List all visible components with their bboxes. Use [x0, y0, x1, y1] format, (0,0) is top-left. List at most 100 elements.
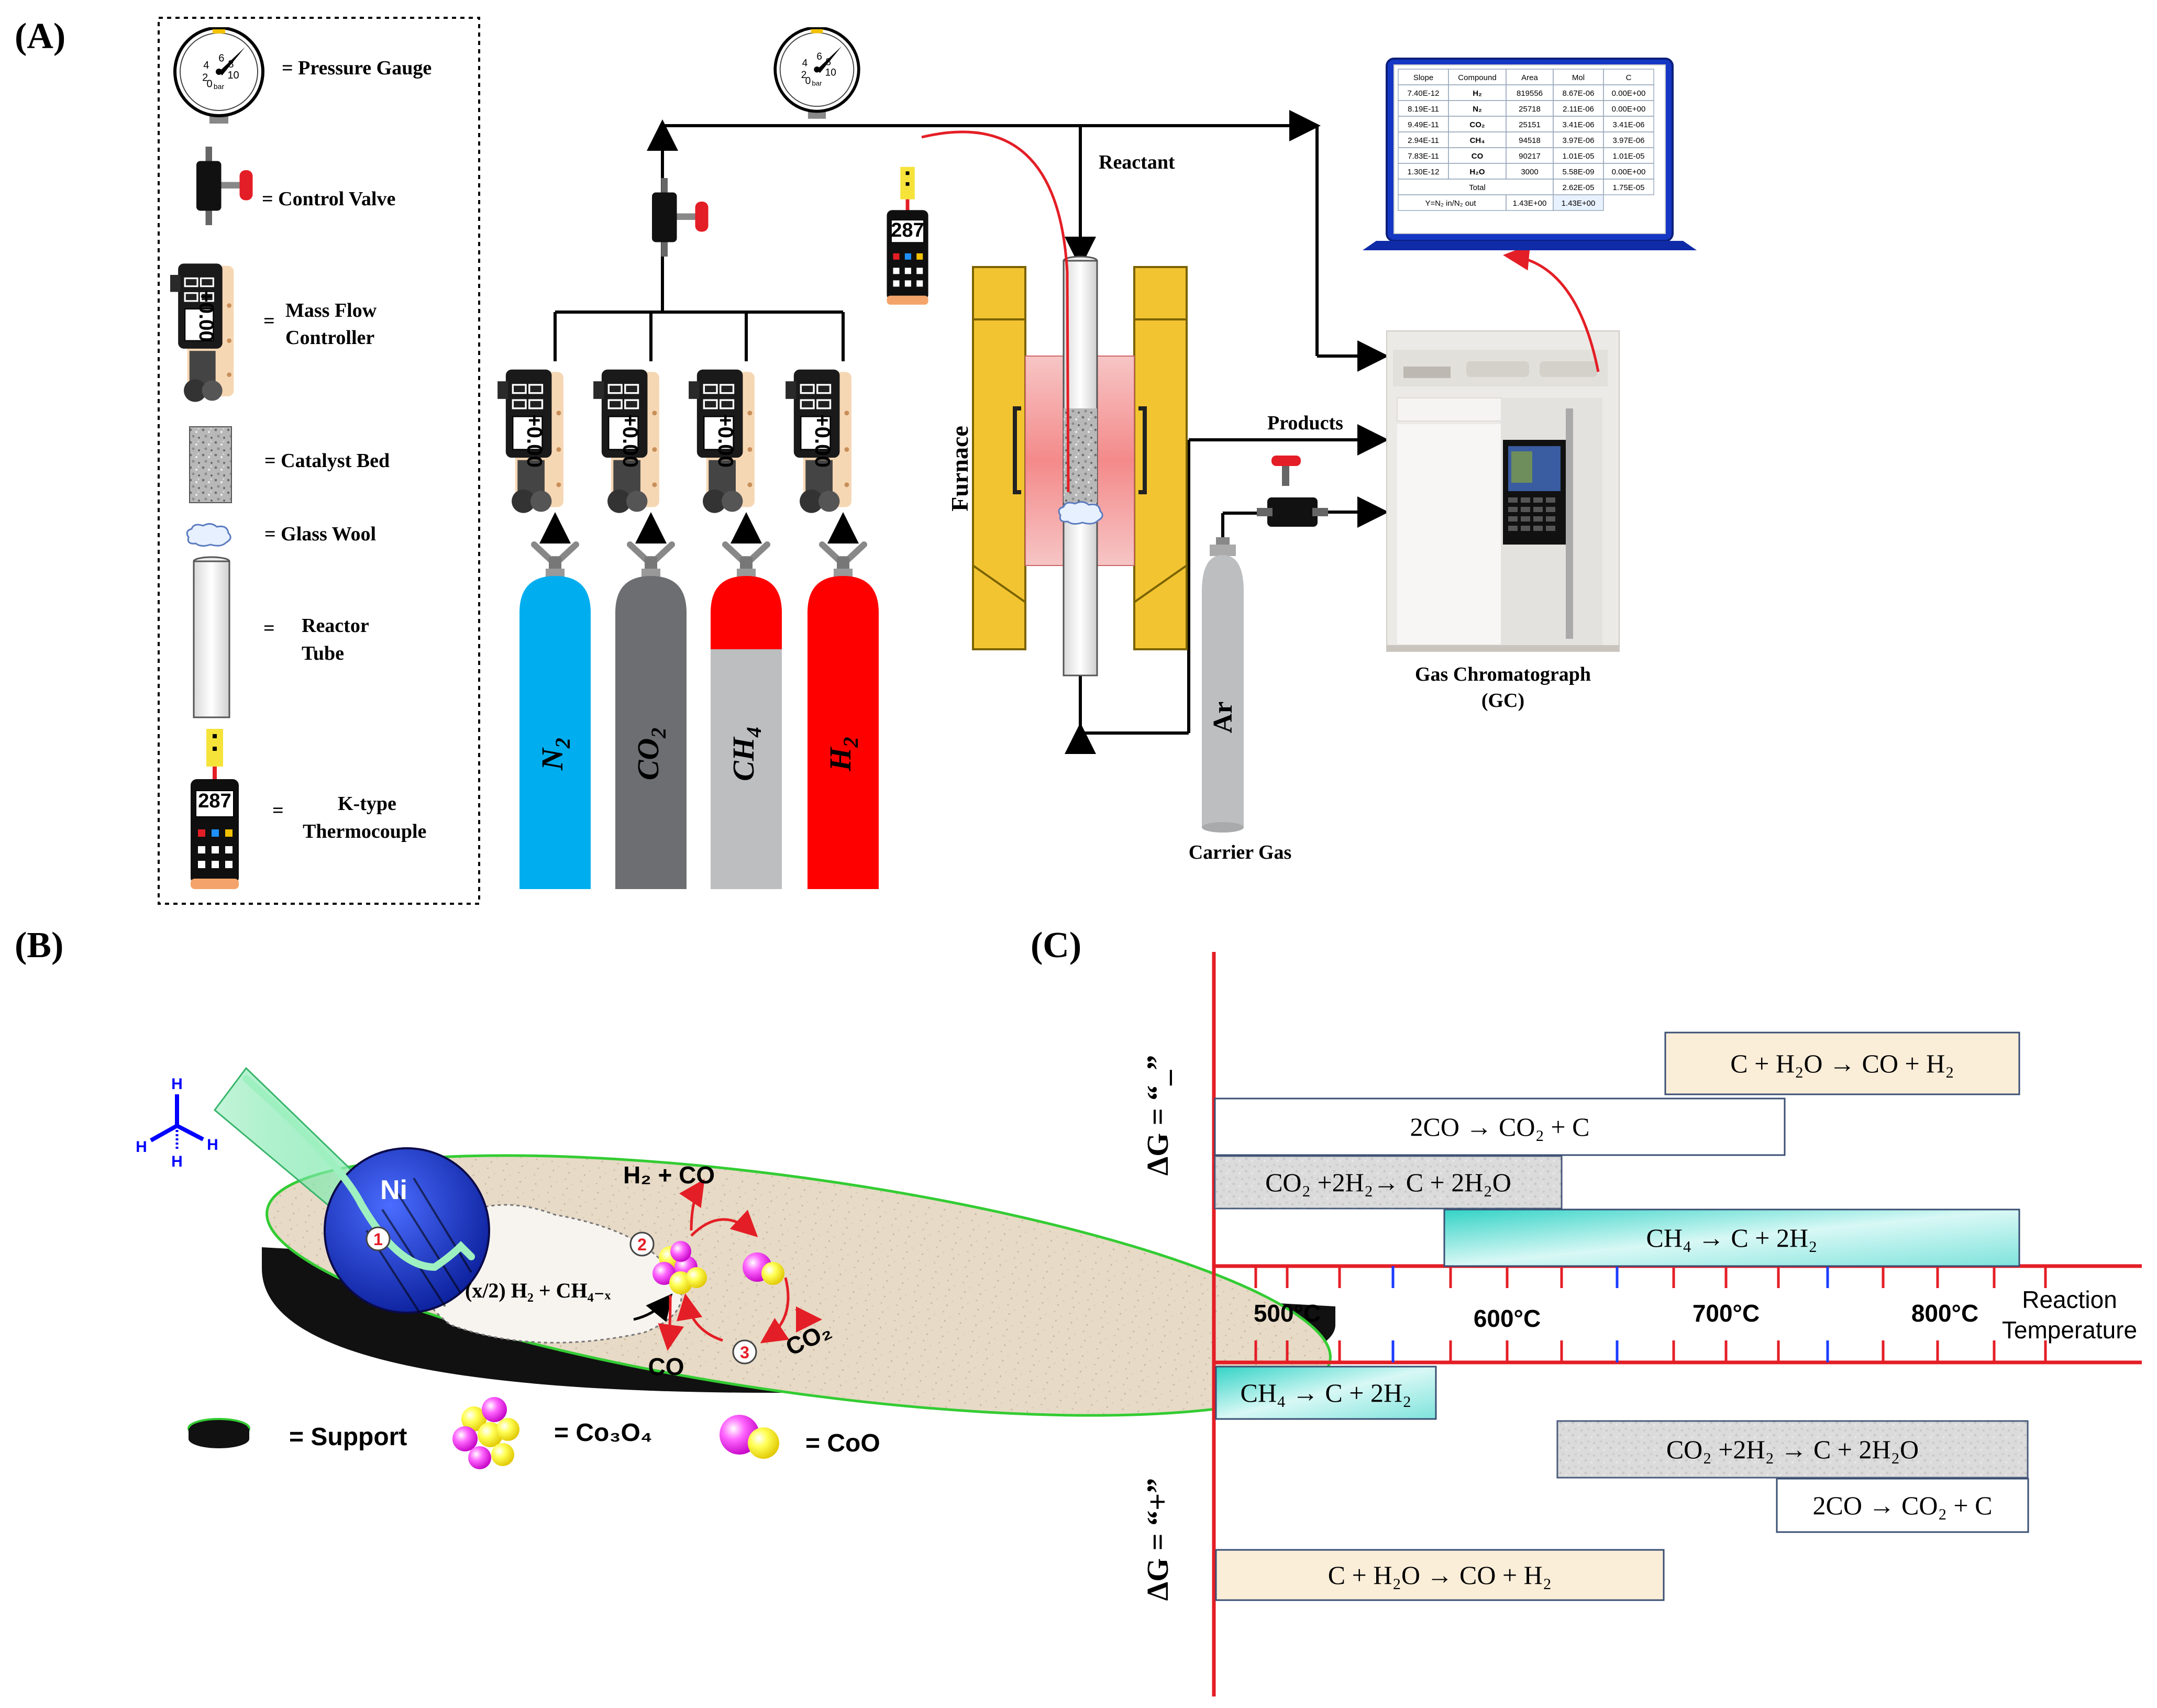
glass-wool-icon [186, 523, 231, 547]
gc-table-cell: Mol [1572, 73, 1585, 82]
gauge-tick-label: 10 [825, 68, 836, 79]
legend-control-valve: = Control Valve [196, 147, 395, 225]
svg-text:2: 2 [637, 1235, 647, 1254]
reaction-label: Reaction [2022, 1286, 2117, 1313]
svg-text:= Co₃O₄: = Co₃O₄ [554, 1419, 652, 1447]
gc-table-cell: C [1626, 73, 1632, 82]
cylinder-label: H2 [823, 737, 862, 771]
gc-total-mol: 2.62E-05 [1563, 183, 1595, 192]
reaction-label: C + H₂O → CO + H₂ [1730, 1049, 1954, 1078]
cylinder-h2: H2 [808, 545, 879, 889]
co-label: CO [648, 1353, 684, 1380]
legend-reactor-tube: = Reactor Tube [193, 556, 369, 718]
gc-table-cell: 1.01E-05 [1563, 152, 1595, 161]
negative-reaction-3: CH₄ → C + 2H₂ [1443, 1208, 2020, 1267]
gc-table-cell: 3.41E-06 [1563, 120, 1595, 129]
reaction-label: CH₄ → C + 2H₂ [1241, 1378, 1412, 1407]
temp-label-800: 800°C [1911, 1300, 1978, 1327]
legend-thermocouple: 287 = K-type Thermocouple [190, 729, 426, 890]
reaction-label: CH₄ → C + 2H₂ [1646, 1223, 1818, 1252]
gc-table-cell: 1.30E-12 [1408, 168, 1440, 176]
legend-tc-label-1: K-type [338, 793, 396, 815]
gc-table-cell: 7.40E-12 [1408, 89, 1440, 98]
mfc-display-2: +0.00 [618, 414, 643, 468]
gc-table-cell: 94518 [1519, 136, 1541, 145]
dg-negative-label: ΔG = “_” [1141, 1055, 1175, 1176]
argon-label: Ar [1208, 702, 1238, 734]
gauge-tick-label: 2 [801, 70, 807, 81]
gc-table-cell: 7.83E-11 [1408, 152, 1439, 161]
legend-catalyst-bed: = Catalyst Bed [189, 426, 390, 503]
negative-reaction-1: 2CO → CO₂ + C [1214, 1097, 1786, 1156]
regulator-icon [822, 545, 864, 579]
gc-table-cell: 25151 [1519, 120, 1541, 129]
legend-tc-display: 287 [198, 790, 231, 812]
gc-table-cell: CH₄ [1470, 136, 1485, 145]
methane-atom-h4: H [171, 1153, 183, 1170]
positive-reaction-0: CH₄ → C + 2H₂ [1215, 1366, 1437, 1420]
cylinder-co2: CO2 [615, 545, 687, 889]
legend-pressure-gauge: = Pressure Gauge [175, 28, 432, 124]
gc-table-cell: 5.58E-09 [1563, 168, 1595, 176]
cylinder-ch4: CH4 [711, 545, 782, 889]
cylinder-n2: N2 [519, 545, 591, 889]
temp-ticks [1254, 1266, 2047, 1362]
positive-reaction-3: C + H₂O → CO + H₂ [1215, 1549, 1665, 1601]
gas-chromatograph[interactable] [1386, 330, 1620, 652]
gc-y-value: 1.43E+00 [1513, 199, 1547, 208]
laptop[interactable] [1363, 58, 1697, 250]
legend-tc-eq: = [272, 800, 284, 822]
negative-reaction-2: CO₂ +2H₂→ C + 2H₂O [1214, 1155, 1563, 1210]
regulator-icon [725, 545, 767, 579]
gc-table-cell: 9.49E-11 [1408, 120, 1439, 129]
gc-table-cell: 3.97E-06 [1563, 136, 1595, 145]
gc-total-c: 1.75E-05 [1613, 183, 1645, 192]
positive-reaction-2: 2CO → CO₂ + C [1776, 1478, 2029, 1533]
reactant-label: Reactant [1099, 151, 1175, 173]
reactor-tube [1058, 256, 1103, 676]
gc-table-cell: 2.11E-06 [1563, 105, 1594, 114]
ni-particle [324, 1147, 490, 1314]
temp-label-700: 700°C [1693, 1300, 1760, 1327]
legend-coo: = CoO [720, 1415, 880, 1459]
mfc-display-1: +0.00 [523, 414, 547, 468]
gc-table-cell: 8.19E-11 [1408, 105, 1439, 114]
temperature-label: Temperature [2002, 1316, 2137, 1344]
step-3-marker: 3 [732, 1339, 757, 1365]
positive-reaction-1: CO₂ +2H₂ → C + 2H₂O [1556, 1420, 2029, 1479]
carrier-gas-label: Carrier Gas [1189, 841, 1292, 863]
gc-table-cell: 3000 [1521, 168, 1538, 176]
gc-table-cell: 3.41E-06 [1613, 120, 1645, 129]
legend-reactor-eq: = [263, 617, 275, 639]
panel-label-a: (A) [15, 16, 65, 57]
gc-table-cell: 0.00E+00 [1612, 89, 1646, 98]
gc-table-cell: 819556 [1517, 89, 1543, 98]
svg-text:= CoO: = CoO [805, 1429, 880, 1457]
control-valve-main[interactable] [652, 178, 709, 257]
gc-table-cell: 0.00E+00 [1612, 105, 1646, 114]
carrier-gas-valve[interactable] [1257, 456, 1328, 527]
gc-table-cell: 25718 [1519, 105, 1541, 114]
panel-b-diagram: H H H H Ni 1 2 [136, 1067, 1335, 1469]
gauge-tick-label: 8 [228, 59, 234, 70]
gauge-tick-label: 10 [227, 70, 239, 81]
thermocouple-wire [921, 130, 1070, 493]
co3o4-cluster [652, 1241, 707, 1294]
dg-positive-label: ΔG = “+” [1141, 1478, 1175, 1601]
glass-wool [1058, 501, 1103, 525]
reaction-label: 2CO → CO₂ + C [1813, 1491, 1993, 1520]
legend-glass-wool-label: = Glass Wool [264, 523, 376, 545]
data-transfer-arrow [1503, 244, 1600, 372]
step-1-marker: 1 [366, 1226, 391, 1251]
methane-atom-h1: H [171, 1075, 183, 1093]
gauge-tick-label: 6 [218, 52, 224, 64]
gauge-tick-label: 4 [802, 58, 808, 69]
gauge-tick-label: 6 [816, 51, 822, 62]
negative-reaction-0: C + H₂O → CO + H₂ [1664, 1032, 2020, 1095]
gc-table-cell: 8.67E-06 [1563, 89, 1595, 98]
legend-mfc-eq: = [263, 310, 275, 332]
